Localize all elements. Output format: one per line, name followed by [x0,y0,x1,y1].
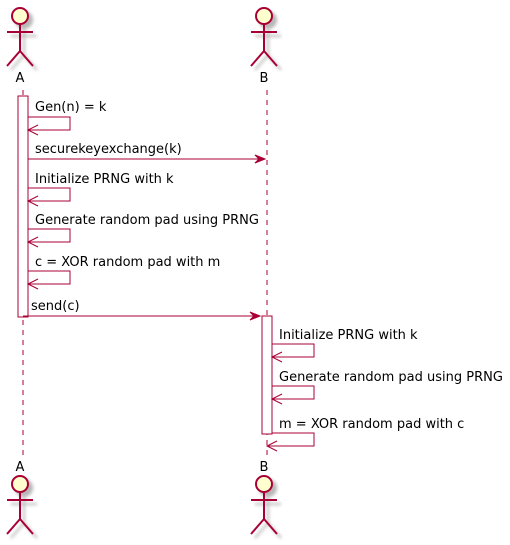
arrowhead-icon [249,311,262,321]
message-generate-pad-a: Generate random pad using PRNG [26,213,259,248]
activation-bar-b [261,315,273,435]
message-label: Generate random pad using PRNG [279,370,503,385]
self-message-arrow [267,432,315,447]
self-message-arrow [28,187,71,202]
self-message-arrow [272,385,315,400]
arrowhead-icon [270,393,283,405]
actor-a-label: A [16,460,25,475]
activation-bar-a [17,95,29,318]
arrowhead-icon [254,154,267,164]
arrowhead-icon [26,236,39,248]
arrowhead-icon [26,124,39,136]
message-xor-decrypt: m = XOR random pad with c [265,417,464,452]
arrowhead-icon [26,195,39,207]
actor-b-label: B [260,71,269,86]
actor-a-label: A [16,71,25,86]
message-securekeyexchange: securekeyexchange(k) [28,142,267,164]
message-label: send(c) [31,299,80,314]
arrowhead-icon [265,440,278,452]
actor-stick-figure-icon [6,475,34,535]
message-gen: Gen(n) = k [26,100,107,136]
actor-b-bottom: B [250,460,278,535]
self-message-arrow [28,228,71,243]
message-generate-pad-b: Generate random pad using PRNG [270,370,503,405]
actor-stick-figure-icon [250,7,278,67]
arrowhead-icon [26,278,39,290]
message-xor-encrypt: c = XOR random pad with m [26,255,220,290]
arrowhead-icon [270,351,283,363]
actor-stick-figure-icon [250,475,278,535]
message-label: Initialize PRNG with k [35,172,174,187]
message-label: c = XOR random pad with m [35,255,220,270]
self-message-arrow [272,343,315,358]
self-message-arrow [28,116,71,131]
message-label: m = XOR random pad with c [279,417,464,432]
message-send: send(c) [23,299,262,321]
message-label: Initialize PRNG with k [279,328,418,343]
actor-a-bottom: A [6,460,34,535]
message-initialize-prng-b: Initialize PRNG with k [270,328,418,363]
self-message-arrow [28,270,71,285]
message-label: Generate random pad using PRNG [35,213,259,228]
actor-stick-figure-icon [6,7,34,67]
actor-b-top: B [250,7,278,86]
actor-a-top: A [6,7,34,86]
message-label: Gen(n) = k [35,100,107,115]
message-label: securekeyexchange(k) [35,142,182,157]
actor-b-label: B [260,460,269,475]
message-initialize-prng-a: Initialize PRNG with k [26,172,174,207]
